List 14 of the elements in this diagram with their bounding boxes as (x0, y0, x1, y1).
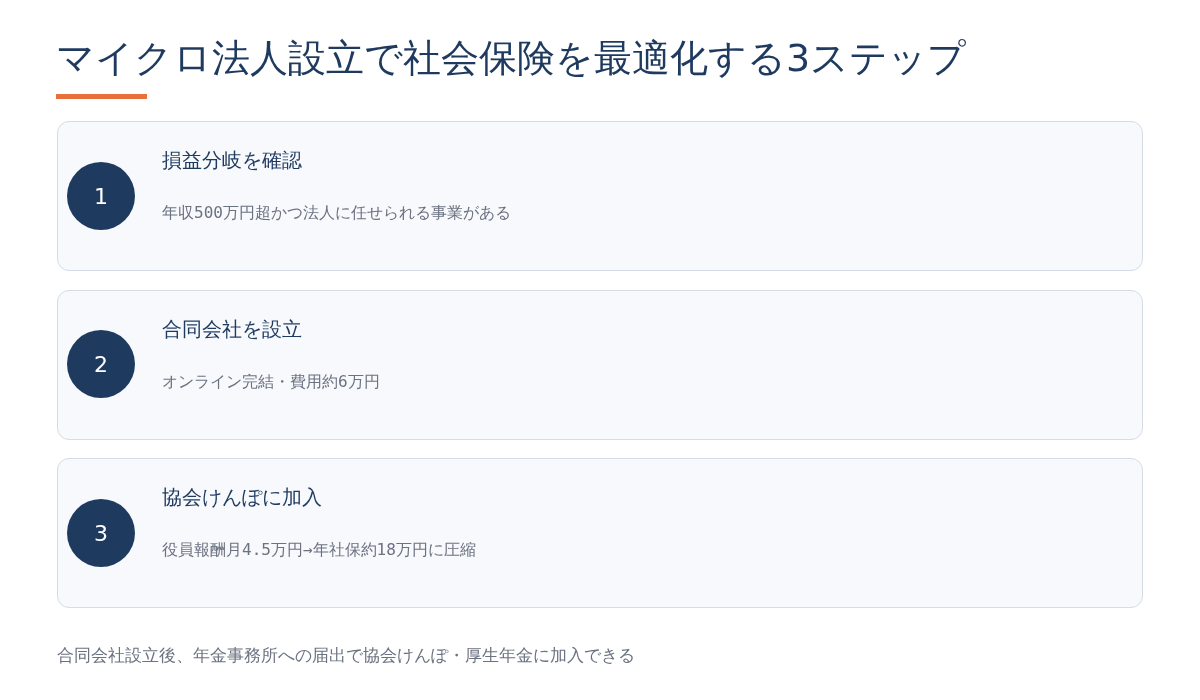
step-card (57, 458, 1143, 608)
step-card (57, 290, 1143, 440)
step-heading: 協会けんぽに加入 (162, 484, 322, 511)
step-card (57, 121, 1143, 271)
step-heading: 合同会社を設立 (162, 316, 302, 343)
step-number: 3 (67, 499, 135, 567)
step-description: オンライン完結・費用約6万円 (162, 371, 380, 393)
title: マイクロ法人設立で社会保険を最適化する3ステップ (56, 35, 967, 82)
step-heading: 損益分岐を確認 (162, 147, 302, 174)
step-description: 役員報酬月4.5万円→年社保約18万円に圧縮 (162, 539, 476, 561)
step-description: 年収500万円超かつ法人に任せられる事業がある (162, 202, 511, 224)
step-number: 1 (67, 162, 135, 230)
caption: 合同会社設立後、年金事務所への届出で協会けんぽ・厚生年金に加入できる (57, 644, 635, 667)
step-number: 2 (67, 330, 135, 398)
